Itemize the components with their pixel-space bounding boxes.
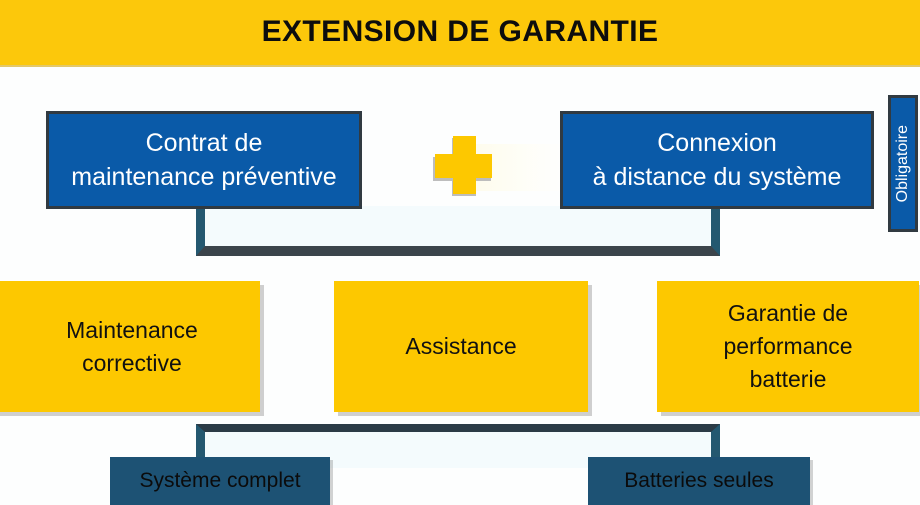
plus-icon (431, 135, 567, 197)
box-connexion-text: Connexion à distance du système (593, 126, 842, 194)
box-contrat-maintenance-preventive[interactable]: Contrat de maintenance préventive (46, 111, 362, 209)
page-title: EXTENSION DE GARANTIE (261, 15, 659, 48)
box-contrat-line1: Contrat de (145, 129, 263, 157)
box-connexion-a-distance[interactable]: Connexion à distance du système (560, 111, 874, 209)
obligatoire-side-tab: Obligatoire (888, 95, 918, 232)
box-contrat-text: Contrat de maintenance préventive (71, 126, 336, 194)
box-assistance-text: Assistance (405, 330, 516, 363)
box-systeme-complet[interactable]: Système complet (110, 457, 330, 505)
box-assistance-line1: Assistance (405, 333, 517, 359)
box-batteries-label: Batteries seules (624, 469, 774, 492)
plus-icon-bar-vertical (453, 136, 476, 194)
obligatoire-label: Obligatoire (894, 124, 911, 203)
box-maintenance-line1: Maintenance (66, 316, 198, 343)
top-connector-bracket (196, 206, 720, 256)
box-garantie-performance-batterie[interactable]: Garantie de performance batterie (657, 281, 919, 412)
box-batteries-seules[interactable]: Batteries seules (588, 457, 810, 505)
box-maintenance-text: Maintenance corrective (66, 314, 198, 380)
title-banner: EXTENSION DE GARANTIE (0, 0, 920, 67)
box-garantie-line1: Garantie de (727, 300, 849, 326)
box-garantie-text: Garantie de performance batterie (723, 297, 852, 396)
box-connexion-line2: à distance du système (592, 163, 842, 191)
box-maintenance-line2: corrective (82, 349, 182, 376)
box-contrat-line2: maintenance préventive (71, 163, 337, 191)
box-systeme-label: Système complet (139, 469, 301, 492)
box-garantie-line2: performance (723, 333, 853, 359)
box-garantie-line3: batterie (749, 366, 827, 392)
box-assistance[interactable]: Assistance (334, 281, 588, 412)
box-maintenance-corrective[interactable]: Maintenance corrective (0, 281, 260, 412)
box-connexion-line1: Connexion (657, 129, 777, 157)
